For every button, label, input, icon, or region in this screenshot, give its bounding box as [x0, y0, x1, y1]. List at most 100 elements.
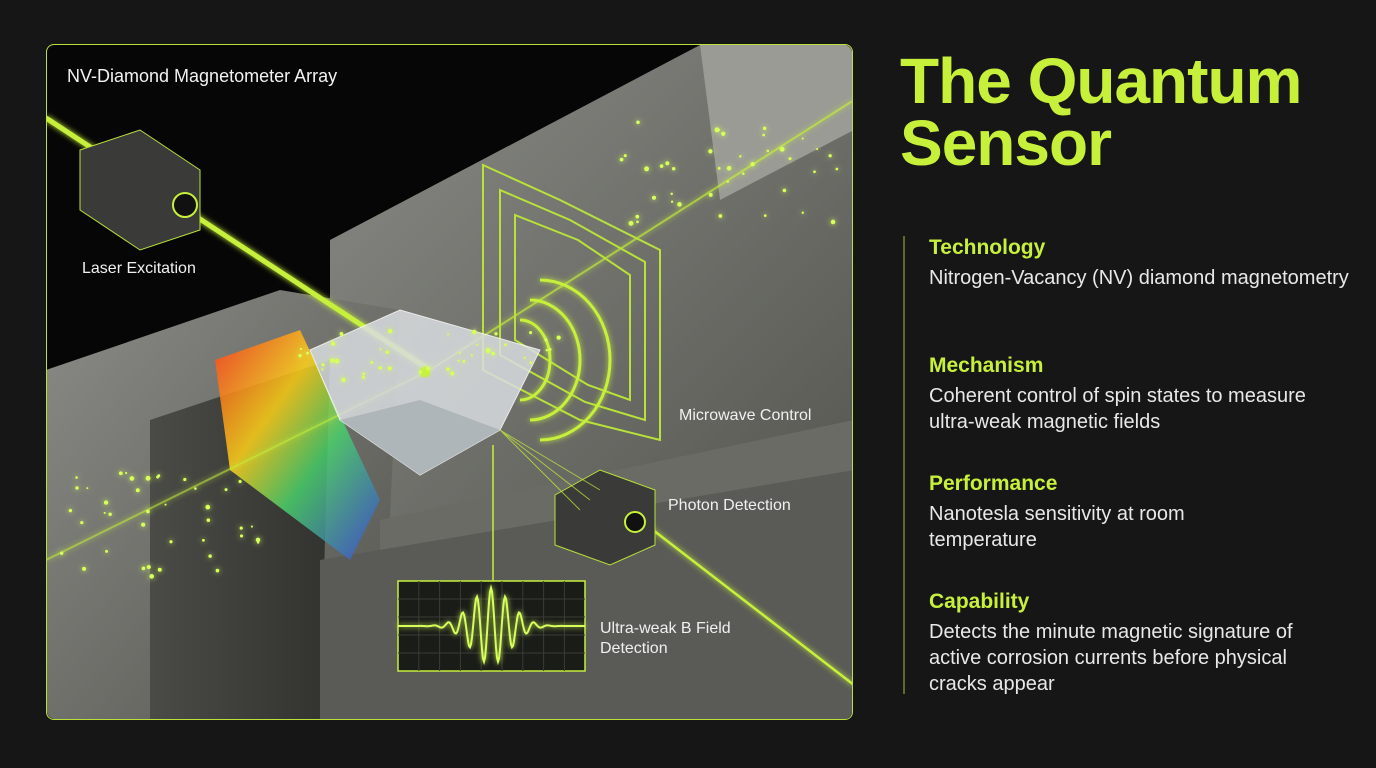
particle [529, 361, 533, 365]
particle [548, 348, 552, 352]
particle [447, 333, 450, 336]
particle [813, 170, 816, 174]
particle [782, 188, 787, 193]
particle [619, 157, 624, 162]
label-bfield-detection: Ultra-weak B Field Detection [600, 619, 731, 659]
particle [385, 350, 390, 355]
particle [828, 154, 832, 158]
particle [75, 476, 78, 479]
particle [835, 167, 839, 171]
section-performance: Performance Nanotesla sensitivity at roo… [929, 471, 1349, 553]
section-title: Capability [929, 590, 1030, 613]
oscilloscope-display [397, 580, 586, 672]
particle [636, 220, 639, 224]
particle [103, 511, 106, 514]
particle [334, 358, 340, 364]
label-photon-detection: Photon Detection [668, 497, 791, 514]
particle [472, 329, 477, 335]
particle [156, 475, 160, 479]
particle [491, 351, 496, 356]
particle [446, 367, 450, 372]
particle [665, 161, 670, 166]
label-bfield-line2: Detection [600, 640, 668, 657]
particle [670, 192, 673, 196]
label-bfield-line1: Ultra-weak B Field [600, 620, 731, 637]
label-laser-excitation: Laser Excitation [82, 260, 196, 277]
particle [125, 471, 128, 475]
particle [636, 120, 640, 125]
photon-particles [60, 120, 839, 579]
particle [544, 338, 548, 342]
particle [330, 341, 336, 346]
particle [149, 574, 155, 579]
diagram-title: NV-Diamond Magnetometer Array [67, 66, 338, 86]
particle [141, 566, 146, 571]
particle [742, 172, 745, 175]
particle [339, 332, 344, 336]
particle [206, 518, 211, 523]
particle [708, 149, 713, 154]
particle [224, 488, 228, 492]
section-body: Coherent control of spin states to measu… [929, 385, 1306, 433]
particle [485, 348, 491, 354]
particle [341, 377, 346, 383]
particle [238, 479, 242, 484]
particle [545, 349, 548, 352]
particle [763, 214, 767, 217]
particle [816, 148, 819, 151]
title-line1: The Quantum [900, 45, 1302, 117]
particle [103, 500, 109, 505]
particle [141, 522, 146, 527]
particle [726, 180, 730, 183]
particle [82, 566, 87, 571]
section-body: Nitrogen-Vacancy (NV) diamond magnetomet… [929, 267, 1349, 289]
particle [644, 166, 650, 172]
particle [201, 538, 205, 542]
particle [779, 146, 785, 152]
laser-box [79, 129, 201, 251]
particle [659, 164, 664, 168]
particle [426, 366, 430, 371]
particle [68, 508, 73, 513]
particle [714, 127, 720, 133]
particle [329, 358, 335, 363]
page-title: The Quantum Sensor [900, 45, 1302, 175]
particle [750, 162, 755, 167]
particle [183, 477, 187, 482]
particle [476, 343, 479, 346]
particle [708, 192, 713, 197]
particle [671, 166, 676, 171]
section-mechanism: Mechanism Coherent control of spin state… [929, 353, 1349, 435]
particle [556, 335, 561, 340]
particle [494, 332, 498, 336]
diamond-crystal [309, 309, 541, 476]
particle [387, 366, 392, 371]
particle [458, 351, 461, 355]
particle [801, 137, 804, 140]
heat-map [215, 330, 380, 560]
particle [651, 195, 657, 200]
particle [118, 471, 123, 476]
particle [169, 540, 173, 544]
particle [462, 360, 466, 363]
particle [194, 487, 197, 490]
particle [717, 166, 721, 170]
particle [418, 370, 423, 374]
particle [299, 347, 303, 351]
particle [239, 534, 244, 538]
particle [623, 154, 627, 158]
section-body: Nanotesla sensitivity at room temperatur… [929, 503, 1185, 551]
particle [164, 503, 167, 506]
particle [762, 126, 767, 131]
particle [157, 567, 162, 572]
waveform-trace [398, 584, 585, 666]
section-body: Detects the minute magnetic signature of… [929, 621, 1293, 695]
particle [86, 487, 89, 490]
particle [145, 475, 151, 481]
particle [762, 133, 765, 137]
output-beam [639, 519, 852, 686]
particle [215, 568, 220, 573]
label-microwave-control: Microwave Control [679, 407, 812, 424]
particle [635, 214, 640, 219]
